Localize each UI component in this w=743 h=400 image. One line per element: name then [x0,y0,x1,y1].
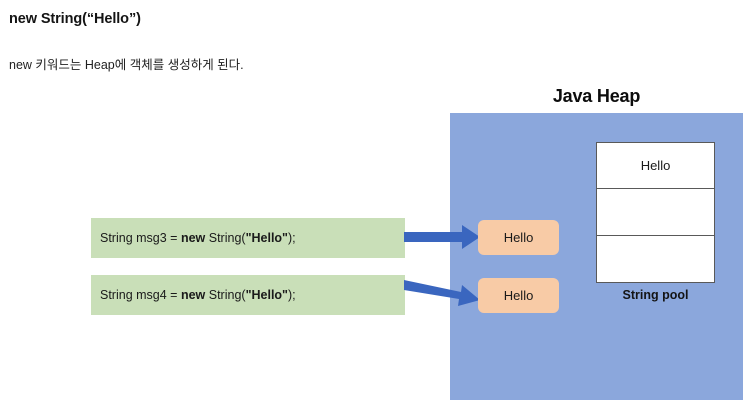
code-literal: "Hello" [245,231,288,245]
code-snippet-msg3: String msg3 = new String("Hello"); [91,218,405,258]
heap-object-hello-2: Hello [478,278,559,313]
code-snippet-msg4: String msg4 = new String("Hello"); [91,275,405,315]
arrow-msg3-to-object [404,225,480,249]
code-prefix: String msg3 = [100,231,181,245]
page-subtitle: new 키워드는 Heap에 객체를 생성하게 된다. [9,58,244,72]
arrow-msg4-to-object [404,280,480,306]
code-prefix: String msg4 = [100,288,181,302]
code-middle: String( [205,231,246,245]
code-middle: String( [205,288,246,302]
heap-object-hello-1: Hello [478,220,559,255]
code-keyword-new: new [180,288,206,302]
string-pool-cell [597,189,714,236]
string-pool-label: String pool [622,288,689,302]
code-suffix: ); [287,288,296,302]
page-title: new String(“Hello”) [9,11,141,27]
code-literal: "Hello" [245,288,288,302]
string-pool-cell [597,236,714,282]
string-pool-table: Hello [596,142,715,283]
code-line: String msg4 = new String("Hello"); [100,288,296,302]
code-line: String msg3 = new String("Hello"); [100,231,296,245]
string-pool-cell: Hello [597,143,714,190]
java-heap-title: Java Heap [552,86,641,106]
code-suffix: ); [287,231,296,245]
code-keyword-new: new [180,231,206,245]
